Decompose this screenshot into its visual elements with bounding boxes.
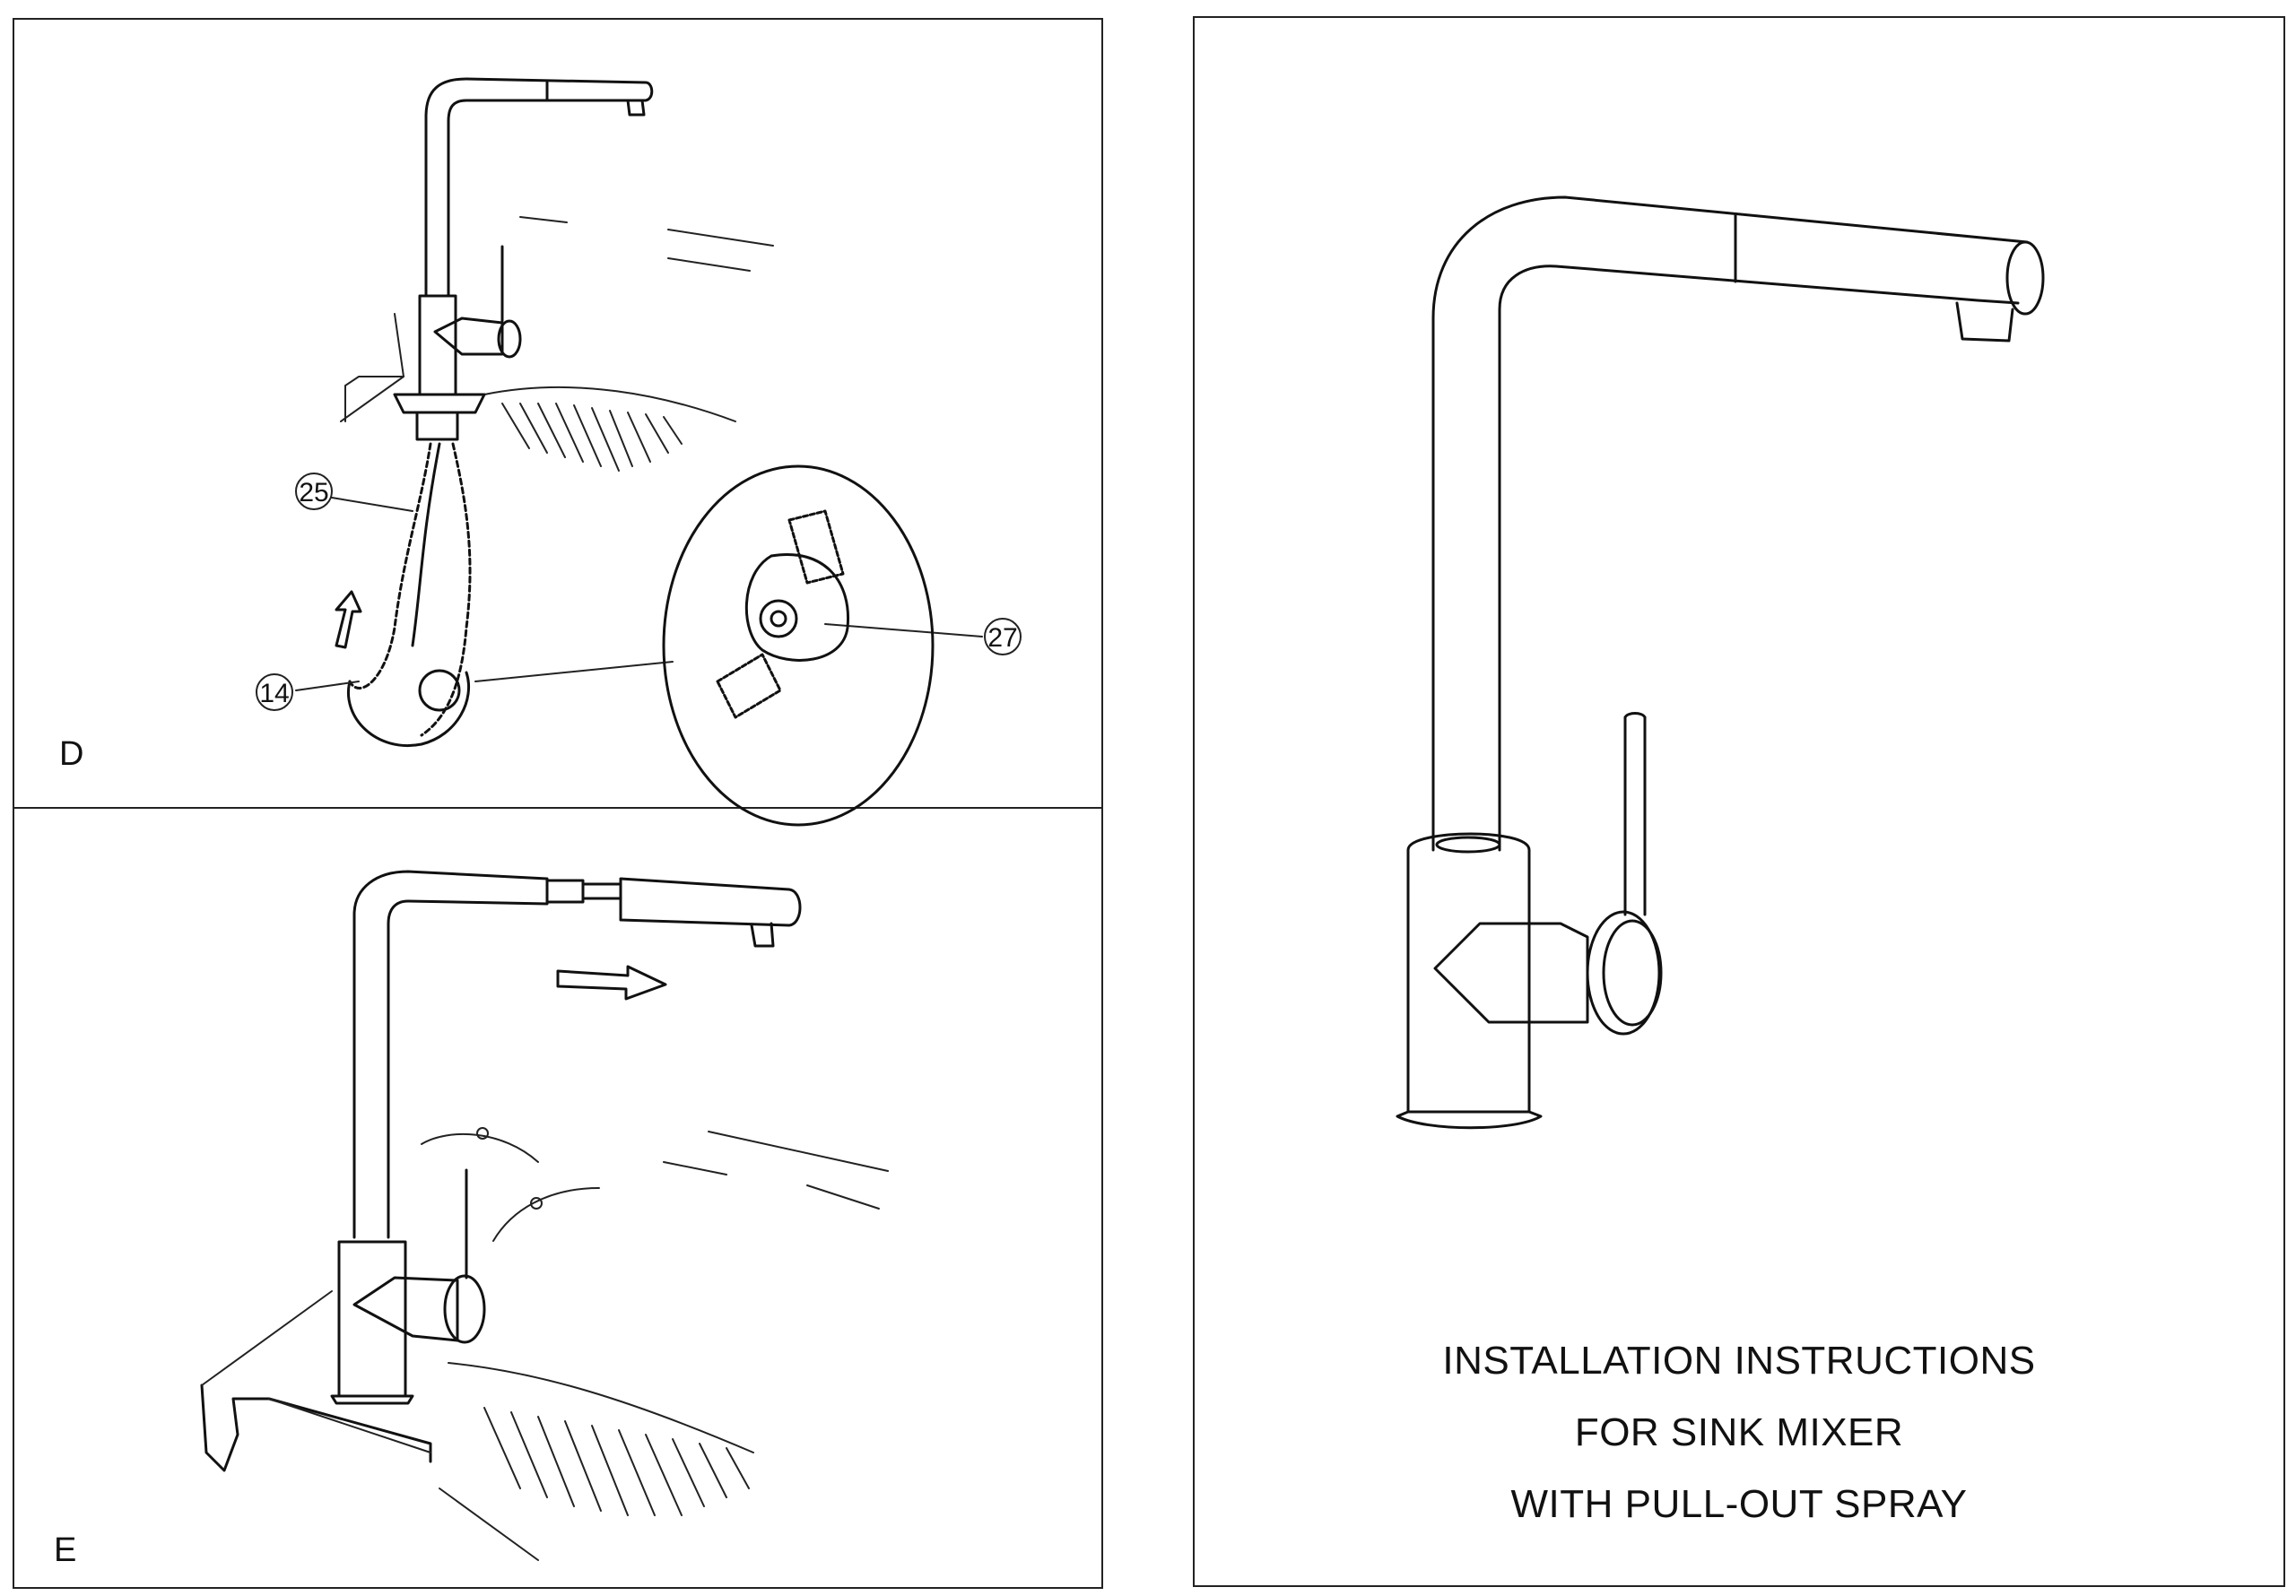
callout-27: 27 [984,618,1022,655]
sink-ridges [501,403,683,472]
sink-basin-line [483,386,736,422]
faucet-e [330,870,802,1405]
cover-title: INSTALLATION INSTRUCTIONS FOR SINK MIXER… [1193,1325,2285,1540]
rotate-arrows [421,1127,600,1242]
detail-link-line [474,661,674,682]
hose-detail [716,509,850,719]
callout-14-line [295,681,360,691]
callout-25: 25 [295,473,333,510]
water-line-e1 [708,1131,889,1172]
water-line-1 [519,216,568,223]
panel-divider [13,807,1103,809]
title-line-2: FOR SINK MIXER [1574,1410,1904,1454]
water-line-e2 [663,1161,727,1175]
up-arrow-icon [335,590,362,649]
sink-e [200,1290,754,1561]
callout-27-line [824,623,983,638]
svg-text:27: 27 [987,623,1017,653]
callout-25-line [331,497,413,512]
svg-text:14: 14 [259,679,289,708]
title-line-3: WITH PULL-OUT SPRAY [1510,1482,1968,1526]
panel-e-label: E [54,1531,77,1569]
callout-14: 14 [256,673,293,711]
panel-d-label: D [59,735,84,773]
title-line-1: INSTALLATION INSTRUCTIONS [1442,1339,2036,1383]
hoses [347,442,472,747]
water-line-e3 [806,1184,880,1210]
cover-faucet [1396,195,2045,1130]
water-line-2 [667,229,774,247]
svg-text:25: 25 [299,478,328,507]
sink-ridges-e [483,1407,750,1516]
left-instruction-frame [13,18,1103,1589]
cover-frame [1193,16,2285,1587]
faucet-d [393,77,654,441]
right-arrow-icon [556,965,667,1001]
water-line-3 [667,257,751,272]
sink-lip [344,376,404,422]
detail-zoom-ellipse [662,464,935,827]
